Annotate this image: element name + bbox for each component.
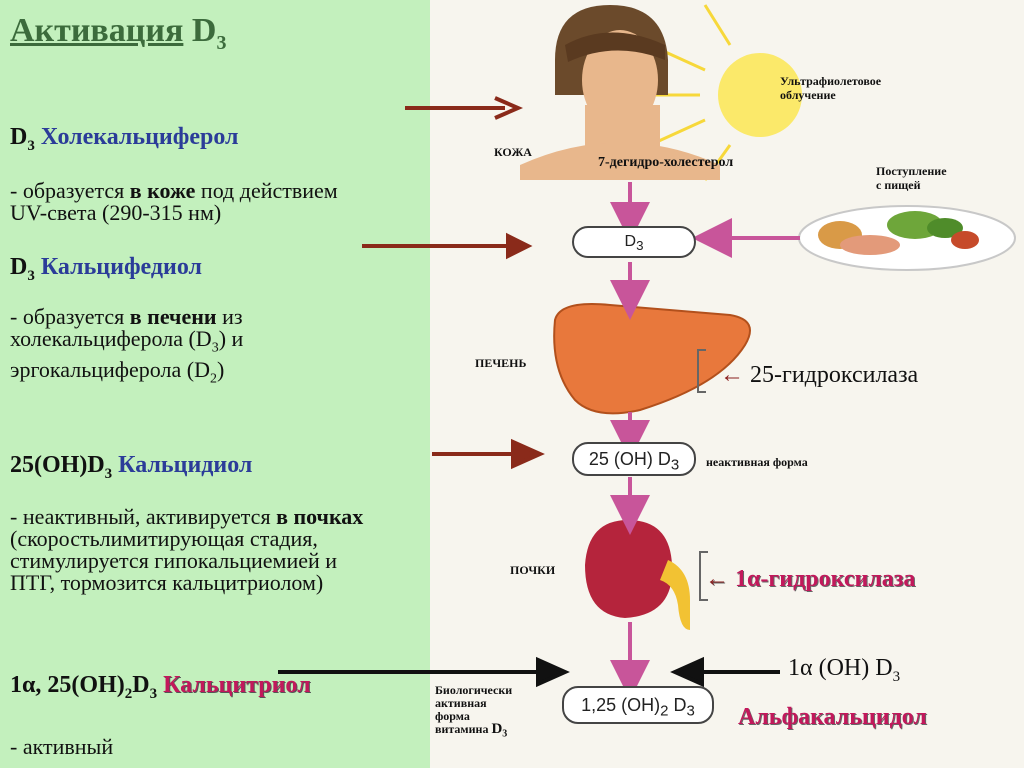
flow-arrows xyxy=(610,182,800,700)
pill-sub: 2 xyxy=(660,702,669,720)
pointer-arrows xyxy=(362,96,545,470)
slide-title: Активация D3 xyxy=(10,12,226,55)
dehydrocholesterol-label: 7-дегидро-холестерол xyxy=(598,155,734,170)
bio-active-label: Биологически активная форма витамина D3 xyxy=(435,684,512,740)
text: холекальциферола (D xyxy=(10,326,212,351)
section-cholecalciferol-heading: D3 Холекальциферол xyxy=(10,124,238,155)
calcitriol-arrows xyxy=(278,656,780,688)
liver-icon xyxy=(553,303,751,415)
heading-sub: 3 xyxy=(104,465,113,482)
heading-name: Кальцитриол xyxy=(163,672,311,698)
text: ПТГ, тормозится кальцитриолом) xyxy=(10,570,324,595)
text-bold: в печени xyxy=(129,304,217,329)
formula-sub: 3 xyxy=(892,668,901,685)
text: - неактивный, активируется xyxy=(10,504,277,529)
alfacalcidol-name: Альфакальцидол xyxy=(738,704,927,730)
calcitriol-pill: 1,25 (OH)2 D3 xyxy=(562,686,714,724)
left-arrow-icon: ← xyxy=(705,566,729,592)
section-cholecalciferol-text: - образуется в коже под действием UV-све… xyxy=(10,180,430,224)
heading-d: D xyxy=(10,124,28,150)
hydroxylase-1a-label: ← 1α-гидроксилаза xyxy=(705,566,915,593)
text: - образуется xyxy=(10,304,130,329)
heading-sub: 2 xyxy=(124,685,133,702)
text: (скоростьлимитирующая стадия, xyxy=(10,526,318,551)
skin-label: КОЖА xyxy=(494,145,532,159)
heading-name: Кальцифедиол xyxy=(34,254,203,280)
text: из xyxy=(216,304,243,329)
pill-text: D xyxy=(624,233,637,250)
pill-sub: 3 xyxy=(636,238,644,254)
text-bold: в коже xyxy=(129,178,196,203)
enzyme-name: 1α-гидроксилаза xyxy=(735,566,916,592)
text-sub: 3 xyxy=(211,340,219,356)
pill-text: D xyxy=(668,695,687,715)
bio-label-line: Биологически xyxy=(435,683,513,697)
diagram-background xyxy=(430,0,1024,768)
d3-pill: D3 xyxy=(572,226,696,258)
alfacalcidol-formula: 1α (OH) D3 xyxy=(788,655,900,686)
uv-label: Ультрафиолетовое облучение xyxy=(780,74,881,102)
title-d: D xyxy=(191,12,217,49)
heading-formula: 1α, 25(OH) xyxy=(10,672,125,698)
food-plate-icon xyxy=(798,205,1016,271)
text: UV-света (290-315 нм) xyxy=(10,200,222,225)
heading-name: Холекальциферол xyxy=(34,124,239,150)
text: под действием xyxy=(195,178,338,203)
section-calcidiol-text: - неактивный, активируется в почках (ско… xyxy=(10,506,480,594)
food-label-line: с пищей xyxy=(876,178,921,192)
heading-formula: 25(OH)D xyxy=(10,452,105,478)
enzyme-brackets xyxy=(697,349,708,601)
section-calcitriol-text: - активный xyxy=(10,736,113,758)
uv-label-line: Ультрафиолетовое xyxy=(780,74,882,88)
pill-text: 1,25 (OH) xyxy=(581,695,661,715)
face-icon xyxy=(520,5,720,180)
heading-d: D xyxy=(132,672,150,698)
pill-text: 25 (OH) D xyxy=(588,449,671,469)
inactive-form-label: неактивная форма xyxy=(706,455,808,469)
title-word: Активация xyxy=(10,12,184,49)
text: - образуется xyxy=(10,178,130,203)
enzyme-name: 25-гидроксилаза xyxy=(750,362,919,388)
left-arrow-icon: ← xyxy=(720,362,744,388)
section-calcifediol-heading: D3 Кальцифедиол xyxy=(10,254,202,285)
pill-sub: 3 xyxy=(670,456,680,474)
text-bold: в почках xyxy=(276,504,364,529)
kidney-label: ПОЧКИ xyxy=(510,563,556,577)
section-calcitriol-heading: 1α, 25(OH)2D3 Кальцитриол xyxy=(10,672,311,703)
bio-label-sub: 3 xyxy=(502,728,508,740)
heading-name: Кальцидиол xyxy=(112,452,253,478)
section-calcifediol-text: - образуется в печени из холекальциферол… xyxy=(10,306,430,391)
left-panel xyxy=(0,0,430,768)
title-sub: 3 xyxy=(216,31,227,54)
liver-label: ПЕЧЕНЬ xyxy=(475,356,527,370)
food-label: Поступление с пищей xyxy=(876,164,947,192)
text: ) и xyxy=(218,326,244,351)
uv-label-line: облучение xyxy=(780,88,836,102)
bio-label-d: D xyxy=(491,721,503,737)
text: - активный xyxy=(10,734,114,759)
heading-sub: 3 xyxy=(27,137,35,154)
pill-sub: 3 xyxy=(686,702,695,720)
bio-label-line: форма xyxy=(435,709,470,723)
oh-d3-pill: 25 (OH) D3 xyxy=(572,442,696,476)
text-sub: 2 xyxy=(209,371,217,387)
text: ) xyxy=(216,357,225,383)
formula-text: 1α (OH) D xyxy=(788,655,893,681)
text: стимулируется гипокальциемией и xyxy=(10,548,338,573)
heading-sub: 3 xyxy=(149,685,158,702)
hydroxylase-25-label: ← 25-гидроксилаза xyxy=(720,362,918,389)
section-calcidiol-heading: 25(OH)D3 Кальцидиол xyxy=(10,452,252,483)
heading-d: D xyxy=(10,254,28,280)
bio-label-line: витамина xyxy=(435,722,489,736)
kidney-icon xyxy=(585,520,690,630)
bio-label-line: активная xyxy=(435,696,487,710)
text: эргокальциферола (D xyxy=(10,357,210,383)
food-label-line: Поступление xyxy=(876,164,947,178)
heading-sub: 3 xyxy=(27,267,35,284)
